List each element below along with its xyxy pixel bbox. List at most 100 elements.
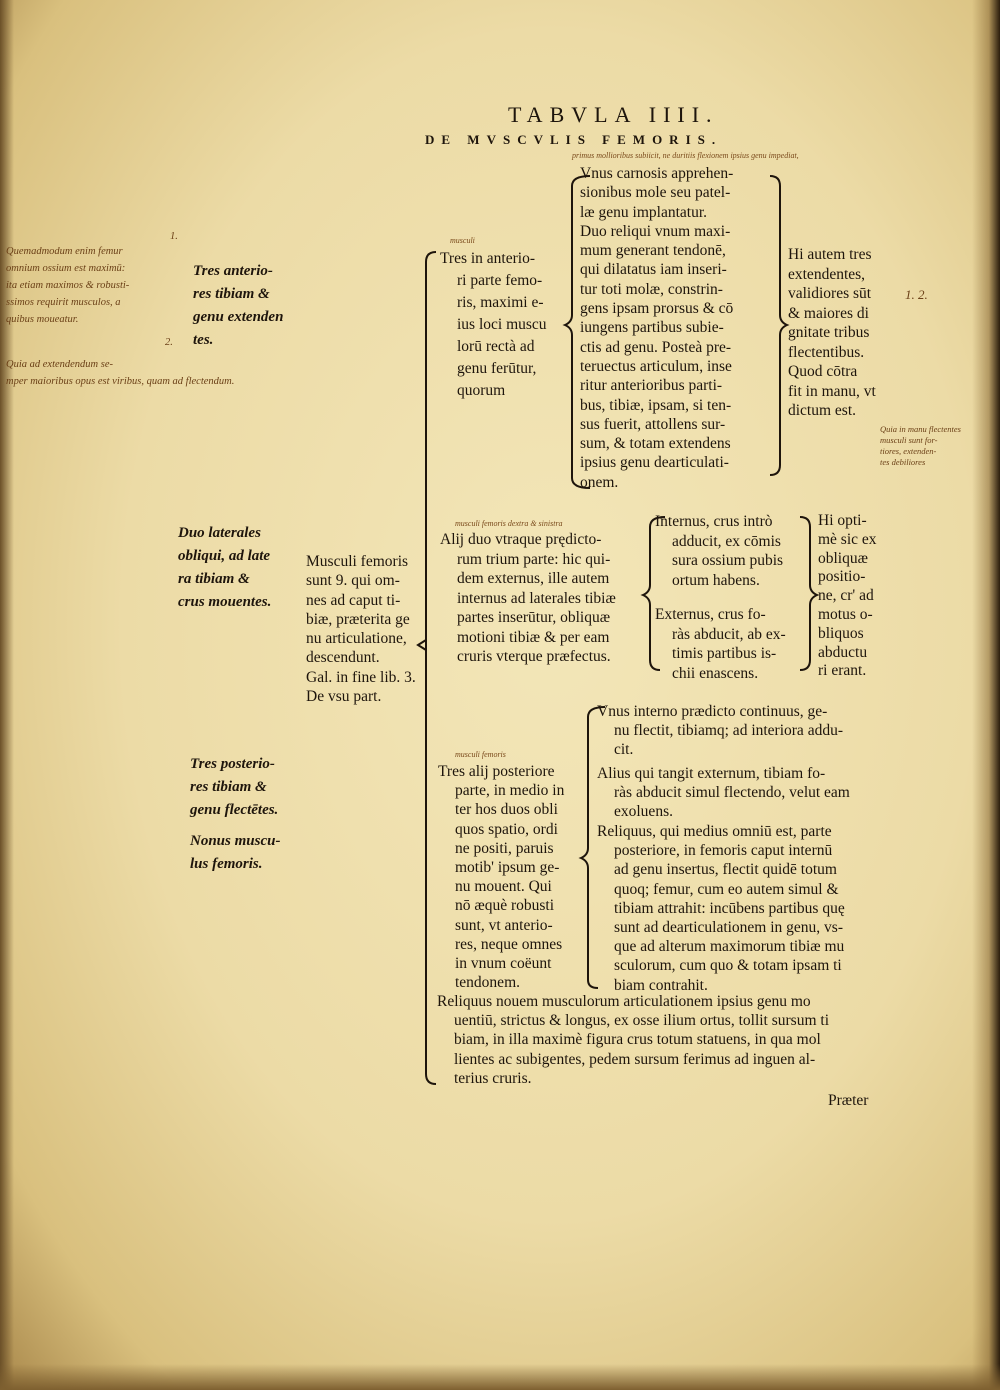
text-line: parte, in medio in (455, 782, 565, 800)
text-line: Hi autem tres (788, 246, 872, 263)
text-line: mper maioribus opus est viribus, quam ad… (6, 376, 235, 387)
text-line: que ad alterum maximorum tibiæ mu (614, 938, 845, 956)
text-line: quibus moueatur. (6, 314, 79, 325)
text-line: ne positi, paruis (455, 839, 554, 857)
text-line: tes debiliores (880, 457, 926, 467)
page-edge-left (0, 0, 14, 1390)
externus-text: Externus, crus fo-ràs abducit, ab ex-tim… (655, 605, 786, 683)
text-line: biam contrahit. (614, 976, 708, 994)
text-line: Tres alij posteriore (438, 763, 555, 780)
text-line: extendentes, (788, 265, 866, 283)
text-line: genu flectētes. (190, 802, 279, 818)
text-line: Quemadmodum enim femur (6, 246, 123, 257)
text-line: ris, maximi e- (457, 294, 544, 311)
text-line: sura ossium pubis (672, 552, 784, 569)
text-line: onem. (580, 473, 619, 491)
text-line: biæ, præterita ge (306, 610, 410, 628)
text-line: ctis ad genu. Posteà pre- (580, 338, 732, 356)
text-line: mum generant tendonē, (580, 242, 726, 260)
text-line: iungens partibus subie- (580, 319, 724, 337)
text-line: ad genu insertus, flectit quidē totum (614, 861, 837, 879)
text-line: De vsu part. (306, 688, 382, 706)
text-line: exoluens. (614, 803, 673, 821)
text-line: lientes ac subigentes, pedem sursum feri… (454, 1050, 816, 1068)
text-line: cruris vterque præfectus. (457, 648, 611, 665)
text-line: abductu (818, 643, 868, 661)
text-line: validiores sūt (788, 285, 872, 302)
text-line: ritur anterioribus parti- (580, 377, 723, 395)
interlinear-gloss: primus mollioribus subiicit, ne duritiis… (572, 151, 799, 160)
margin-heading-posterior: Tres posterio-res tibiam & genu flectētes… (190, 753, 278, 822)
text-line: sum, & totam extendens (580, 435, 731, 453)
posterior-muscle-2: Alius qui tangit externum, tibiam fo-ràs… (597, 764, 850, 822)
lateral-brace-close (799, 516, 820, 671)
text-line: Externus, crus fo- (655, 606, 766, 623)
text-line: Alij duo vtraque prędicto- (440, 531, 602, 548)
text-line: Vnus interno prædicto continuus, ge- (597, 703, 828, 720)
text-line: qui dilatatus iam inseri- (580, 261, 727, 279)
text-line: posteriore, in femoris caput internū (614, 842, 833, 860)
text-line: partes inserūtur, obliquæ (457, 609, 611, 626)
lateral-intro: Alij duo vtraque prędicto-rum trium part… (440, 530, 616, 667)
text-line: nes ad caput ti- (306, 591, 401, 609)
posterior-muscle-1: Vnus interno prædicto continuus, ge-nu f… (597, 702, 843, 760)
text-line: sunt ad dearticulationem in genu, vs- (614, 919, 843, 937)
text-line: sunt, vt anterio- (455, 916, 553, 934)
main-brace (425, 251, 437, 1085)
text-line: Tres in anterio- (440, 250, 535, 267)
text-line: sionibus mole seu patel- (580, 184, 731, 202)
handwritten-mark: 2. (165, 337, 173, 348)
text-line: & maiores di (788, 304, 869, 322)
text-line: flectentibus. (788, 343, 865, 361)
text-line: uentiū, strictus & longus, ex osse ilium… (454, 1012, 830, 1030)
ninth-muscle-text: Reliquus nouem musculorum articulationem… (437, 992, 829, 1088)
text-line: fit in manu, vt (788, 382, 876, 400)
text-line: bus, tibiæ, ipsam, si ten- (580, 396, 732, 414)
text-line: adducit, ex cōmis (672, 532, 781, 550)
anterior-note: Hi autem tres extendentes, validiores sūt &… (788, 245, 876, 421)
text-line: obliqui, ad late (178, 548, 271, 564)
text-line: quoq; femur, cum eo autem simul & (614, 880, 839, 898)
text-line: Vnus carnosis apprehen- (580, 165, 734, 182)
handwritten-mark: 1. 2. (905, 287, 928, 302)
text-line: teruectus articulum, inse (580, 357, 732, 375)
text-line: biam, in illa maximè figura crus totum s… (454, 1031, 821, 1049)
text-line: ita etiam maximos & robusti- (6, 280, 130, 291)
text-line: tur toti molæ, constrin- (580, 280, 723, 298)
text-line: Reliquus nouem musculorum articulationem… (437, 993, 811, 1010)
posterior-brace (578, 706, 606, 989)
text-line: nu articulatione, (306, 630, 407, 648)
anterior-detail-brace (562, 175, 591, 489)
text-line: musculi sunt for- (880, 435, 938, 445)
text-line: læ genu implantatur. (580, 203, 707, 221)
page-edge-bottom (0, 1364, 1000, 1390)
catchword: Præter (828, 1092, 869, 1109)
text-line: gens ipsam prorsus & cō (580, 300, 734, 318)
text-line: nō æquè robusti (455, 897, 555, 915)
text-line: timis partibus is- (672, 645, 777, 662)
text-line: dictum est. (788, 402, 857, 419)
text-line: in vnum coëunt (455, 955, 552, 973)
text-line: res, neque omnes (455, 935, 563, 953)
text-line: Hi opti- (818, 512, 867, 529)
interlinear-gloss: musculi (450, 236, 475, 245)
text-line: ter hos duos obli (455, 801, 558, 819)
text-line: sculorum, cum quo & totam ipsam ti (614, 957, 842, 975)
text-line: res tibiam & (193, 286, 270, 302)
text-line: res tibiam & (190, 779, 267, 795)
text-line: motus o- (818, 605, 873, 623)
handwritten-note: Quia ad extendendum se-mper maioribus op… (6, 356, 234, 390)
interlinear-gloss: musculi femoris (455, 750, 506, 759)
text-line: dem externus, ille autem (457, 570, 610, 587)
interlinear-gloss: musculi femoris dextra & sinistra (455, 519, 563, 528)
text-line: ràs abducit simul flectendo, velut eam (614, 784, 850, 802)
text-line: Tres posterio- (190, 756, 275, 772)
text-line: ius loci muscu (457, 316, 547, 333)
text-line: Musculi femoris (306, 553, 409, 570)
text-line: genu ferūtur, (457, 360, 537, 377)
text-line: ri erant. (818, 662, 867, 680)
